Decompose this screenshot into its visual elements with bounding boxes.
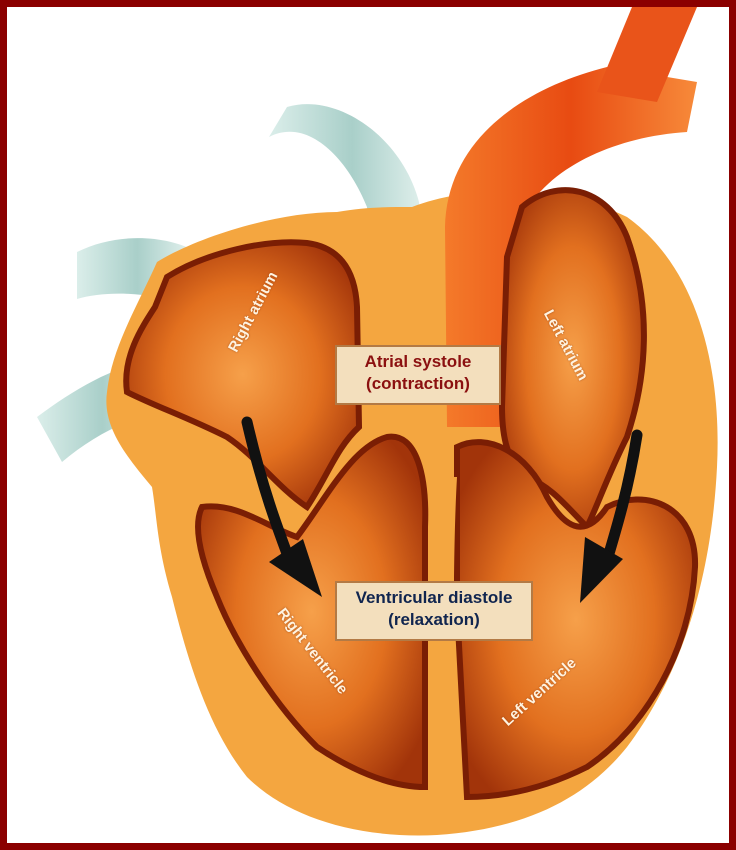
atrial-systole-caption: Atrial systole (contraction) [335, 345, 501, 405]
diastole-title: Ventricular diastole [337, 587, 531, 609]
ventricular-diastole-caption: Ventricular diastole (relaxation) [335, 581, 533, 641]
systole-subtitle: (contraction) [337, 373, 499, 395]
diastole-subtitle: (relaxation) [337, 609, 531, 631]
heart-illustration [7, 7, 729, 843]
diagram-frame: Atrial systole (contraction) Ventricular… [7, 7, 729, 843]
systole-title: Atrial systole [337, 351, 499, 373]
